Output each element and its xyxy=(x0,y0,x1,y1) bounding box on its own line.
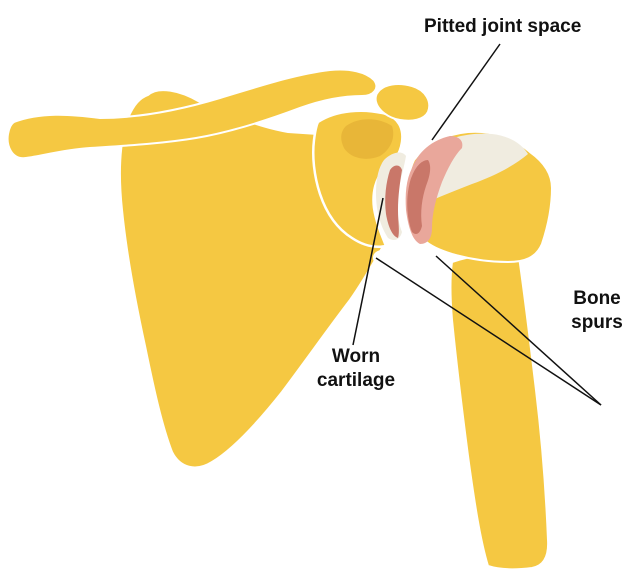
leader-line-pitted xyxy=(432,44,500,140)
label-bone-spurs-line-1: Bone xyxy=(562,287,632,311)
label-worn-cartilage-line-2: cartilage xyxy=(296,369,416,393)
label-pitted-joint-space: Pitted joint space xyxy=(424,15,581,39)
label-bone-spurs-line-2: spurs xyxy=(562,311,632,335)
humerus-shaft xyxy=(451,250,549,569)
label-worn-cartilage: Worn cartilage xyxy=(296,345,416,393)
label-worn-cartilage-line-1: Worn xyxy=(296,345,416,369)
label-bone-spurs: Bone spurs xyxy=(562,287,632,335)
